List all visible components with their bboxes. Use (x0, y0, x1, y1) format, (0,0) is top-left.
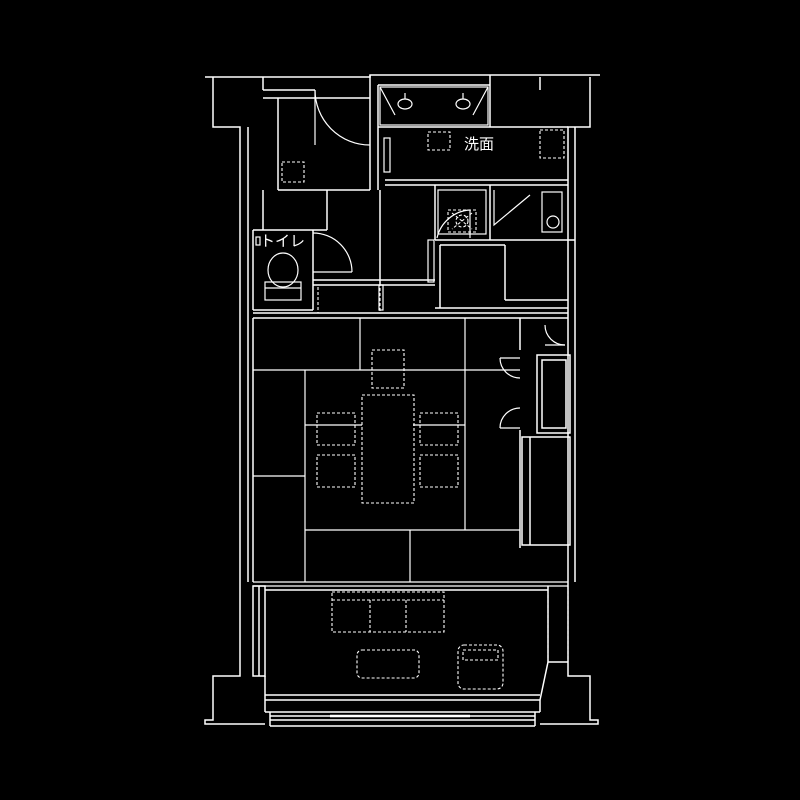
tatami-grid (253, 318, 568, 587)
outer-walls (204, 74, 600, 727)
washroom-fixtures (378, 137, 563, 311)
washroom-label: 洗面 (464, 135, 494, 153)
right-closets (519, 318, 571, 548)
toilet-label: トイレ (260, 232, 305, 250)
washbasins (379, 86, 489, 126)
doors (312, 89, 566, 429)
interior-walls (252, 75, 575, 582)
furniture (281, 129, 569, 690)
sunroom (252, 585, 568, 712)
toilet-fixture (255, 236, 302, 301)
